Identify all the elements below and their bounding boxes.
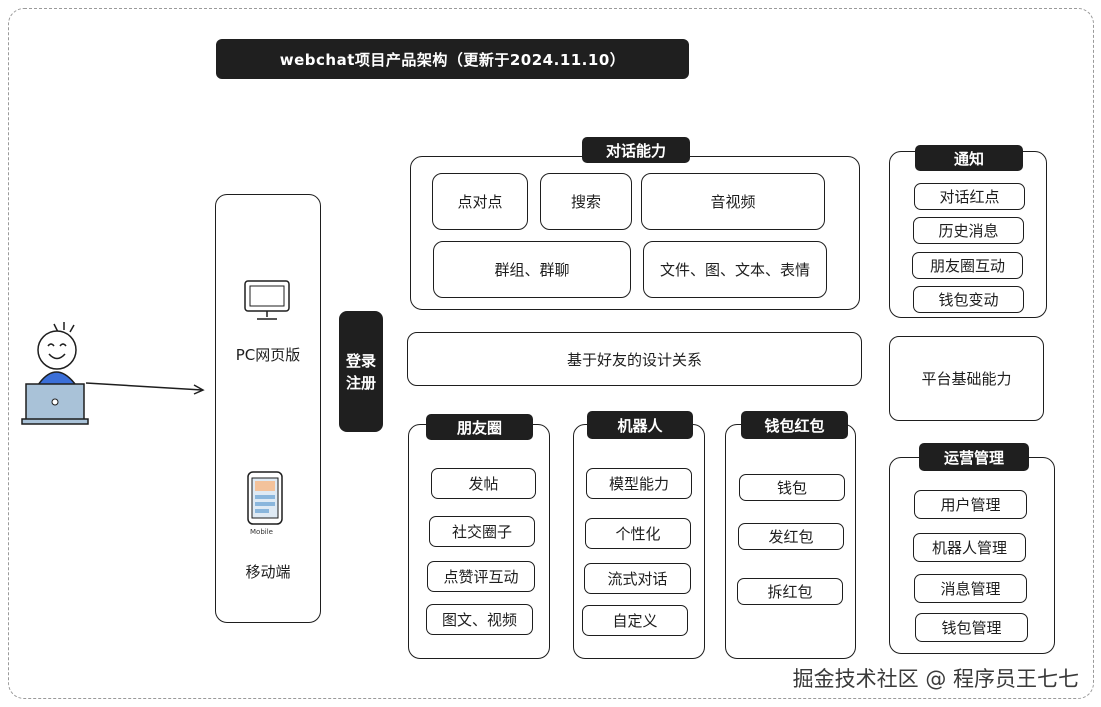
mobile-screen-caption: Mobile (250, 528, 273, 536)
moments-item-media: 图文、视频 (426, 604, 533, 635)
chat-item-p2p: 点对点 (432, 173, 528, 230)
platform-base-box: 平台基础能力 (889, 336, 1044, 421)
watermark-text: 掘金技术社区 @ 程序员王七七 (792, 667, 1079, 691)
clients-panel (215, 194, 321, 623)
ops-title: 运营管理 (919, 443, 1029, 471)
moments-item-post: 发帖 (431, 468, 536, 499)
login-register-label: 登录注册 (345, 351, 376, 392)
user-with-laptop-icon (21, 322, 205, 425)
chat-item-media: 文件、图、文本、表情 (643, 241, 827, 298)
robot-item-personal: 个性化 (585, 518, 691, 549)
wallet-item-send: 发红包 (738, 523, 844, 550)
wallet-item-wallet: 钱包 (739, 474, 845, 501)
ops-item-wallet: 钱包管理 (915, 613, 1028, 642)
pc-client-label: PC网页版 (235, 346, 301, 364)
mobile-client-label: 移动端 (245, 563, 291, 581)
monitor-icon (244, 280, 290, 320)
notify-item-wallet: 钱包变动 (913, 286, 1024, 313)
notify-item-history: 历史消息 (913, 217, 1024, 244)
moments-item-like: 点赞评互动 (427, 561, 535, 592)
chat-item-group: 群组、群聊 (433, 241, 631, 298)
robot-item-stream: 流式对话 (584, 563, 691, 594)
robot-item-custom: 自定义 (582, 605, 688, 636)
chat-item-search: 搜索 (540, 173, 632, 230)
robot-item-model: 模型能力 (586, 468, 692, 499)
robot-title: 机器人 (587, 411, 693, 439)
moments-title: 朋友圈 (426, 414, 533, 440)
chat-capability-title: 对话能力 (582, 137, 690, 163)
ops-item-message: 消息管理 (914, 574, 1027, 603)
login-register-block: 登录注册 (339, 311, 383, 432)
diagram-frame (8, 8, 1094, 699)
ops-item-robot: 机器人管理 (913, 533, 1026, 562)
notify-item-reddot: 对话红点 (914, 183, 1025, 210)
mobile-phone-icon (247, 471, 283, 525)
page-title: webchat项目产品架构（更新于2024.11.10） (216, 39, 689, 79)
wallet-title: 钱包红包 (741, 411, 848, 439)
moments-item-circle: 社交圈子 (429, 516, 535, 547)
chat-item-av: 音视频 (641, 173, 825, 230)
ops-item-user: 用户管理 (914, 490, 1027, 519)
notify-item-moments: 朋友圈互动 (912, 252, 1023, 279)
friend-relation-bar: 基于好友的设计关系 (407, 332, 862, 386)
wallet-item-open: 拆红包 (737, 578, 843, 605)
notify-title: 通知 (915, 145, 1023, 171)
